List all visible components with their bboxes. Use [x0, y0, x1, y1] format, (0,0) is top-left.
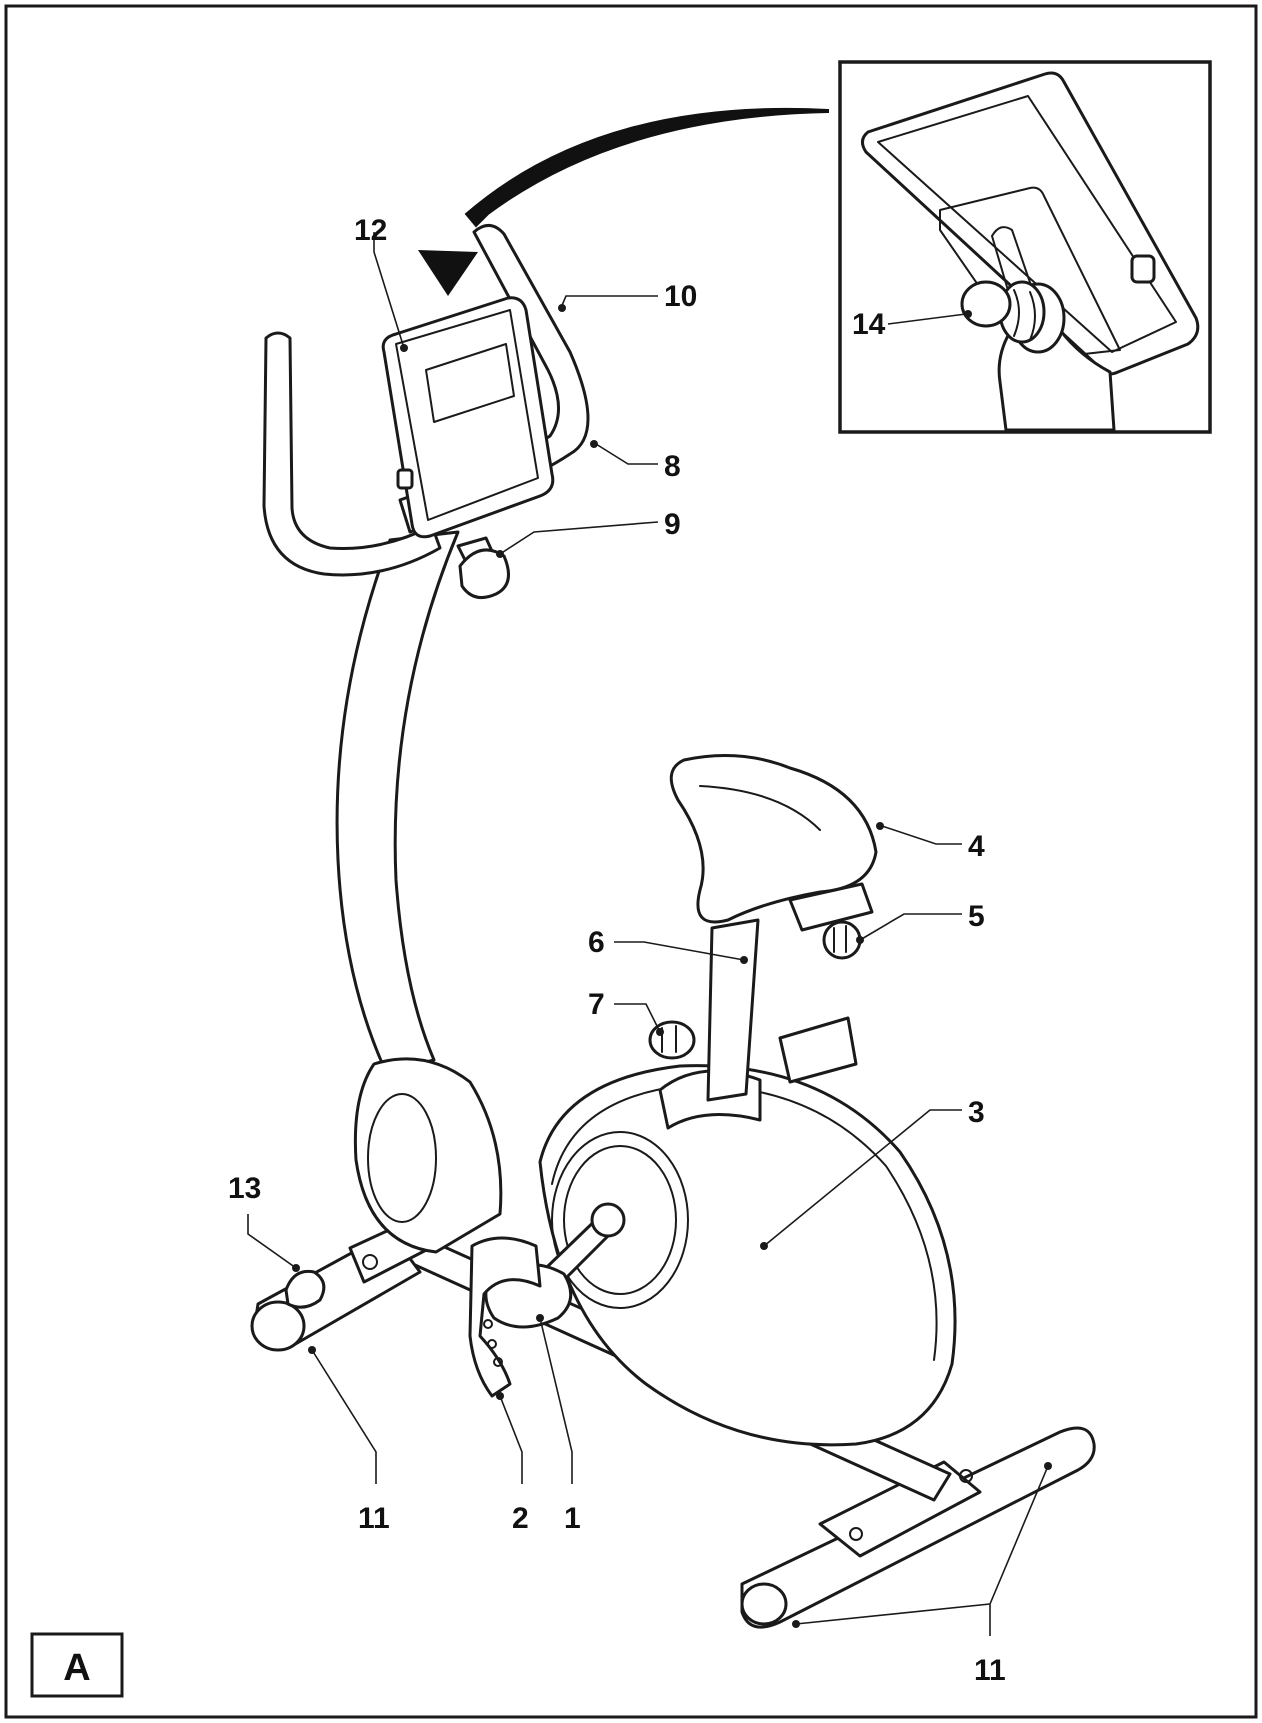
leader-2 [499, 1395, 523, 1484]
handlebar-left [262, 331, 442, 577]
figure-label-box [30, 1632, 124, 1698]
leader-1 [539, 1317, 573, 1484]
callout-3: 3 [968, 1096, 985, 1129]
callout-10: 10 [664, 280, 697, 313]
knob-5 [822, 920, 862, 960]
rear-stabilizer [740, 1426, 1096, 1629]
figure-label-text: A [63, 1647, 90, 1689]
seat-post [706, 918, 760, 1102]
inset-console-back [861, 71, 1200, 376]
callout-labels: 12 10 14 8 9 4 5 6 7 3 13 11 2 1 11 [228, 214, 1006, 1687]
leader-12 [247, 1214, 297, 1269]
knob-9 [456, 536, 510, 600]
page-frame [4, 4, 1258, 1719]
callout-7: 7 [588, 988, 605, 1021]
console-body [381, 296, 555, 539]
inset-knob [960, 280, 1066, 354]
callout-9: 9 [664, 508, 681, 541]
seat-assembly [648, 754, 878, 1130]
leader-lines [247, 232, 1052, 1636]
main-column [335, 530, 460, 1074]
callout-14: 14 [852, 308, 886, 341]
inset-console-inner [877, 95, 1177, 353]
column-base-cover [367, 1093, 437, 1223]
leader-9 [499, 521, 659, 555]
leader-3 [763, 1109, 962, 1247]
leader-5 [859, 913, 962, 941]
callout-6: 6 [588, 926, 605, 959]
column-base [353, 1057, 503, 1254]
leader-4 [881, 825, 962, 845]
seat-slider [778, 1016, 858, 1084]
leader-11b [795, 1465, 1049, 1636]
saddle [669, 754, 878, 924]
figure-label: A [30, 1632, 124, 1698]
leader-10 [559, 295, 658, 311]
flywheel-housing [538, 1064, 957, 1447]
leader-13 [373, 232, 405, 349]
front-stabilizer [250, 1210, 440, 1352]
callout-11-right: 11 [974, 1654, 1006, 1687]
pointer-arrow [418, 107, 829, 296]
leader-14 [887, 313, 967, 325]
leader-11a [311, 1349, 377, 1484]
arrow-head [418, 250, 478, 296]
knob-7 [648, 1020, 696, 1060]
callout-5: 5 [968, 900, 985, 933]
callout-13: 12 [354, 214, 387, 247]
leader-6 [614, 941, 745, 961]
console [381, 296, 555, 539]
callout-1: 1 [564, 1502, 581, 1535]
console-side-button [396, 468, 414, 490]
leader-8 [595, 443, 658, 465]
pedal-assembly [468, 1202, 626, 1398]
inset-detail [838, 60, 1212, 434]
leader-7 [614, 1003, 661, 1033]
callout-4: 4 [968, 830, 985, 863]
callout-11-left: 11 [358, 1502, 390, 1535]
arrow-shaft [464, 107, 829, 228]
pedal-strap [468, 1236, 542, 1398]
callout-12: 13 [228, 1172, 261, 1205]
callout-2: 2 [512, 1502, 529, 1535]
transport-wheel [284, 1269, 326, 1309]
console-display [425, 343, 515, 423]
inset-side-button [1130, 254, 1156, 284]
crank-cover [551, 1131, 689, 1309]
callout-8: 8 [664, 450, 681, 483]
